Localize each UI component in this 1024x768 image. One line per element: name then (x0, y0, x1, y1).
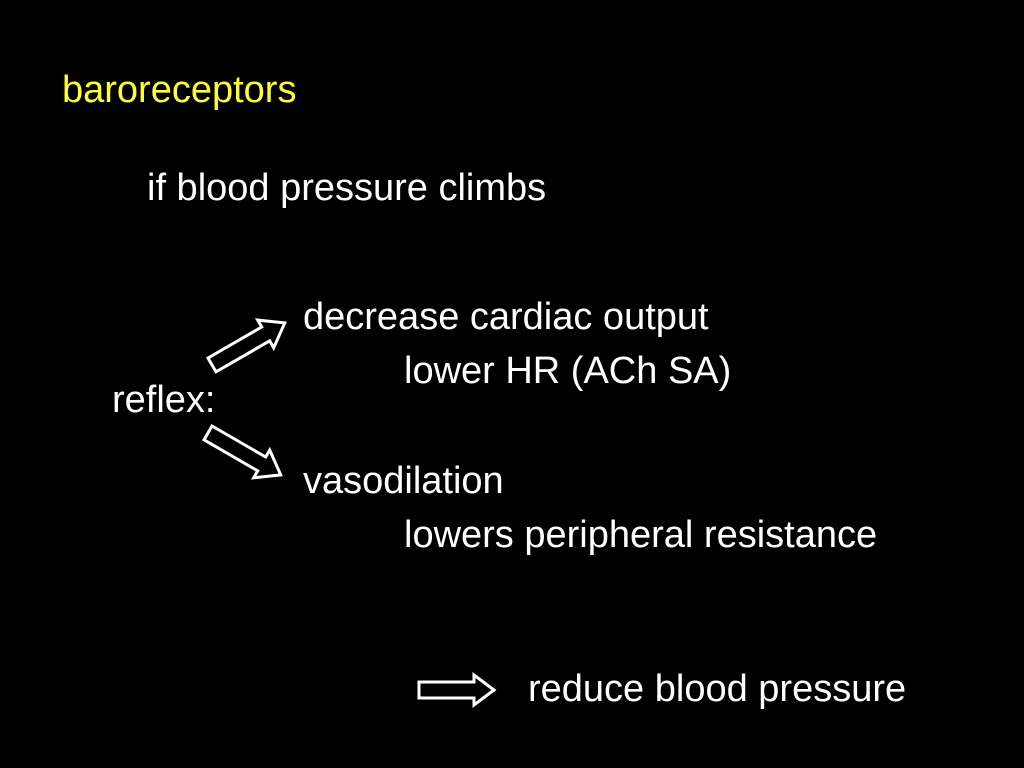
hollow-arrow-down-right-icon (201, 423, 283, 480)
condition-text: if blood pressure climbs (147, 167, 547, 209)
effect-cardiac-output-detail: lower HR (ACh SA) (404, 350, 732, 392)
effect-vasodilation-detail: lowers peripheral resistance (404, 514, 878, 556)
hollow-arrow-up-right-icon (205, 318, 287, 374)
hollow-arrow-right-icon (417, 672, 497, 708)
result-text: reduce blood pressure (528, 668, 907, 710)
reflex-label: reflex: (112, 379, 216, 421)
slide-title: baroreceptors (62, 69, 297, 111)
effect-cardiac-output: decrease cardiac output (303, 296, 709, 338)
effect-vasodilation: vasodilation (303, 460, 504, 502)
